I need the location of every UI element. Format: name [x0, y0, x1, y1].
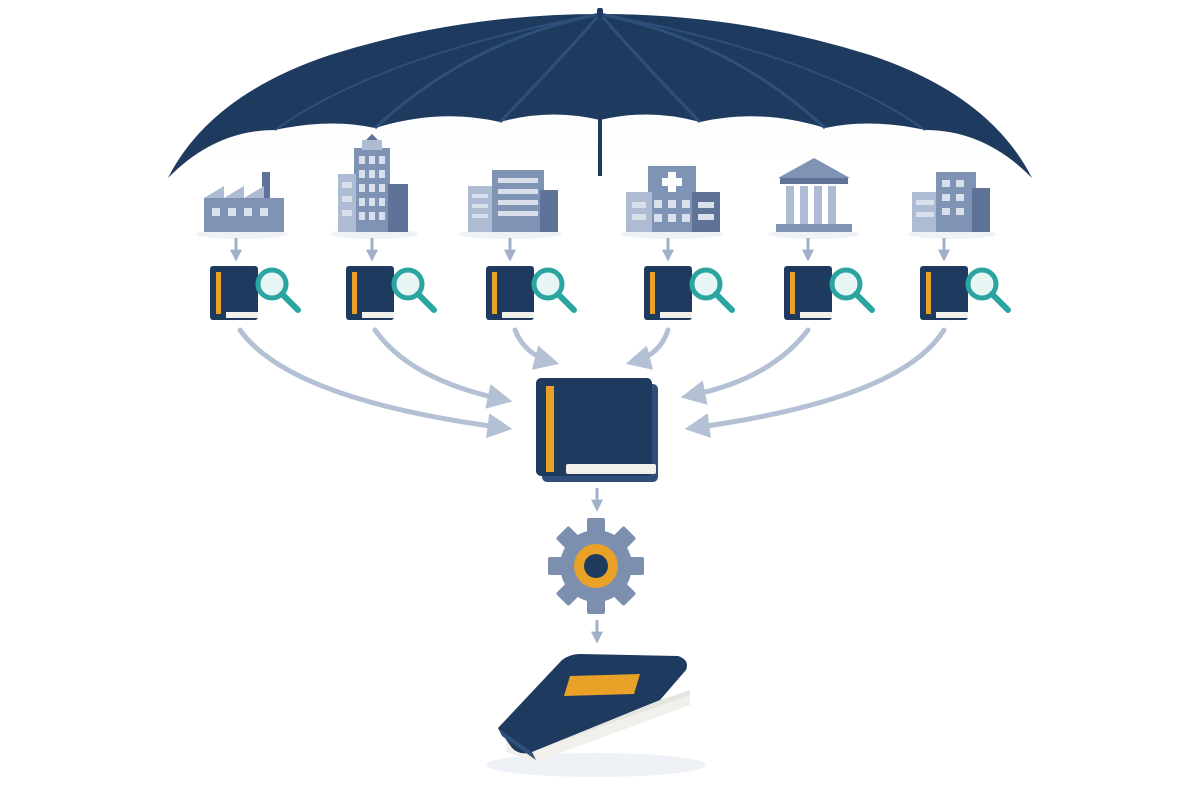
- ledger-with-magnifier-icon: [784, 266, 875, 320]
- office-block-icon: [908, 172, 996, 239]
- ledger-with-magnifier-icon: [210, 266, 301, 320]
- consolidation-arrows: [237, 327, 947, 439]
- factory-icon: [196, 172, 288, 239]
- skyscraper-icon: [330, 134, 418, 239]
- building-to-ledger-arrows: [230, 238, 950, 262]
- office-building-icon: [458, 170, 562, 239]
- final-report-book-icon: [486, 654, 706, 777]
- government-building-icon: [768, 158, 860, 239]
- ledger-with-magnifier-icon: [920, 266, 1011, 320]
- consolidated-ledger-icon: [536, 378, 658, 482]
- hospital-icon: [620, 166, 724, 239]
- ledger-with-magnifier-icon: [346, 266, 437, 320]
- ledger-with-magnifier-icon: [644, 266, 735, 320]
- umbrella-icon: [168, 8, 1032, 178]
- ledger-with-magnifier-icon: [486, 266, 577, 320]
- gear-icon: [548, 518, 644, 614]
